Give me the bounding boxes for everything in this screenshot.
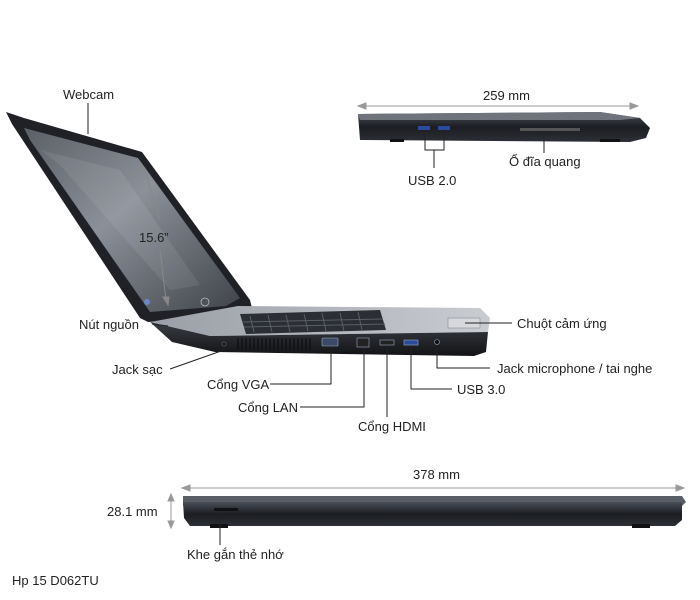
- power-button-label: Nút nguồn: [79, 317, 139, 332]
- touchpad-label: Chuột cảm ứng: [517, 316, 607, 331]
- card-slot-icon: [214, 508, 238, 511]
- width-dimension: [180, 484, 686, 492]
- usb3-port-icon: [403, 339, 419, 346]
- usb2-label: USB 2.0: [408, 173, 457, 188]
- audio-jack-icon: [434, 339, 440, 345]
- hdmi-port-icon: [379, 339, 395, 346]
- thickness-label: 28.1 mm: [107, 504, 158, 519]
- vga-port-icon: [321, 337, 339, 347]
- card-slot-label: Khe gắn thẻ nhớ: [187, 547, 284, 562]
- usb3-label: USB 3.0: [457, 382, 506, 397]
- charger-jack-label: Jack sạc: [112, 362, 163, 377]
- screen-diagonal-arrow: [139, 161, 170, 307]
- thickness-dimension: [167, 492, 175, 530]
- vga-port-label: Cổng VGA: [207, 377, 270, 392]
- laptop-front-view: [183, 496, 686, 528]
- depth-dimension: [356, 102, 640, 110]
- mic-headphone-jack-label: Jack microphone / tai nghe: [497, 361, 653, 376]
- webcam-label: Webcam: [63, 87, 115, 102]
- charger-jack-icon: [221, 341, 227, 347]
- laptop-main-view: [6, 112, 490, 356]
- leader-lines: [87, 103, 512, 417]
- hdmi-port-label: Cổng HDMI: [358, 419, 426, 434]
- power-button-icon: [144, 299, 150, 305]
- laptop-side-view: [358, 112, 650, 142]
- width-label: 378 mm: [413, 467, 460, 482]
- laptop-base: [150, 322, 488, 356]
- model-caption: Hp 15 D062TU: [12, 573, 99, 588]
- lan-port-label: Cổng LAN: [238, 400, 298, 415]
- optical-drive-label: Ổ đĩa quang: [509, 154, 581, 169]
- laptop-screen: [24, 128, 240, 312]
- laptop-keyboard: [240, 310, 386, 334]
- screen-size-label: 15.6”: [139, 230, 169, 245]
- lan-port-icon: [356, 337, 370, 348]
- depth-label: 259 mm: [483, 88, 530, 103]
